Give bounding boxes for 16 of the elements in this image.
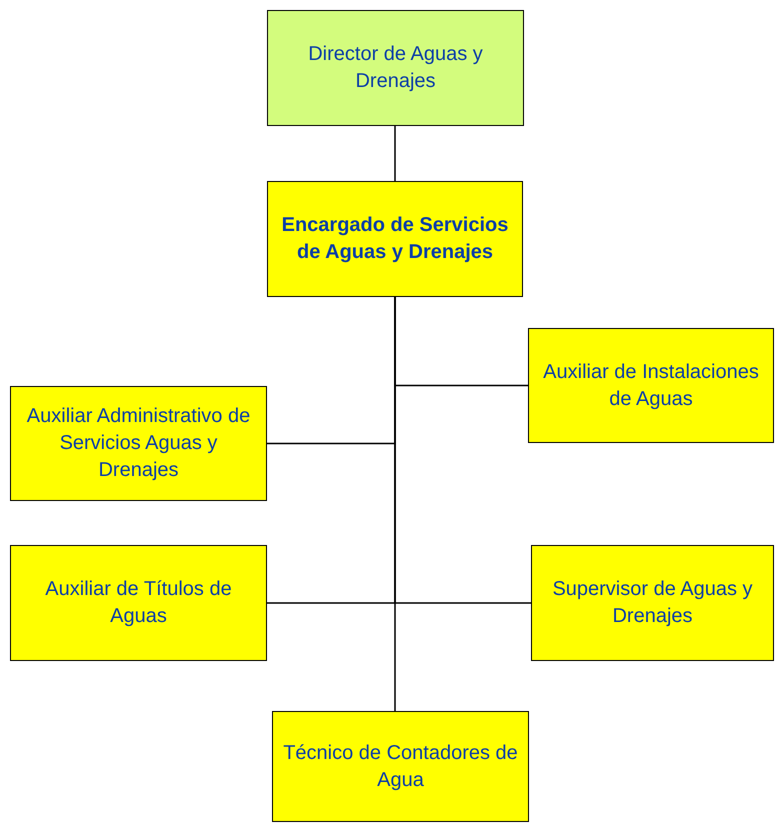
role-title: Auxiliar de Títulos de Aguas [44,577,233,629]
org-box [528,328,774,443]
org-box [531,545,774,661]
connector-line [394,126,396,181]
org-box [267,181,523,297]
role-title: Técnico de Contadores de Agua [282,740,519,792]
role-title: Encargado de Servicios de Aguas y Drenajes [280,213,510,265]
role-title: Supervisor de Aguas y Drenajes [551,577,754,629]
connector-line [394,297,396,711]
org-box [272,711,529,822]
org-box [267,10,524,126]
role-title: Director de Aguas y Drenajes [307,42,484,94]
role-title: Auxiliar Administrativo de Servicios Aguas y Drenajes [26,404,252,483]
role-title: Auxiliar de Instalaciones de Aguas [542,360,760,412]
org-box [10,545,267,661]
org-box [10,386,267,501]
